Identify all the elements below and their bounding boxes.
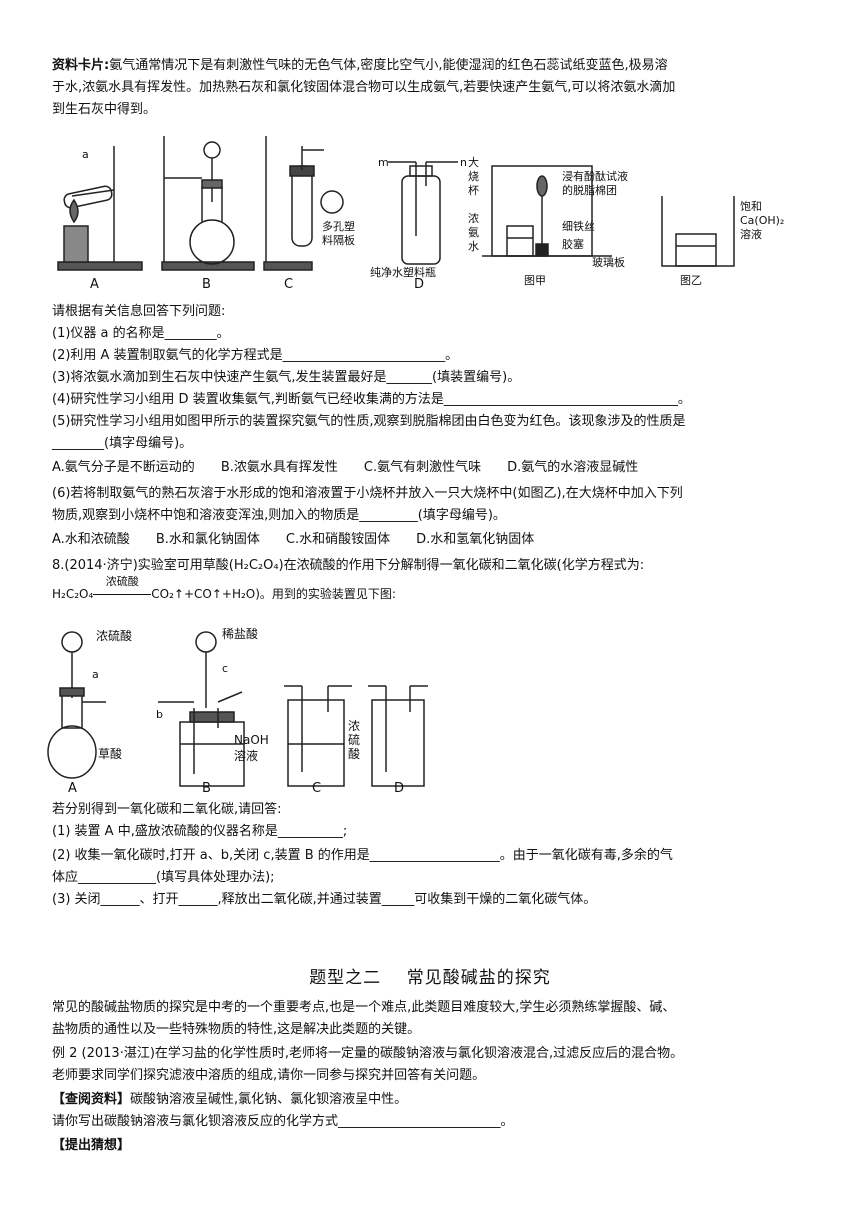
- q7-6a: (6)若将制取氨气的熟石灰溶于水形成的饱和溶液置于小烧杯并放入一只大烧杯中(如图…: [52, 486, 683, 501]
- fig2-B: B: [202, 781, 211, 796]
- cotton-2: 的脱脂棉团: [562, 183, 617, 197]
- wire-label: 细铁丝: [562, 220, 595, 233]
- q7-1: (1)仪器 a 的名称是________。: [52, 326, 230, 341]
- q7-5-option-a: A.氨气分子是不断运动的: [52, 460, 195, 475]
- glass-label: 玻璃板: [592, 255, 625, 269]
- lookup-line: 【查阅资料】碳酸钠溶液呈碱性,氯化钠、氯化钡溶液呈中性。: [52, 1090, 812, 1110]
- q7-6-options: A.水和浓硫酸 B.水和氯化钠固体 C.水和硝酸铵固体 D.水和氢氧化钠固体: [52, 530, 812, 550]
- label-C: C: [284, 277, 293, 292]
- q7-5-option-c: C.氨气有刺激性气味: [363, 460, 482, 475]
- label-a: a: [82, 148, 89, 161]
- fig2-naoh-1: NaOH: [234, 733, 269, 747]
- perforated-label-2: 料隔板: [322, 233, 355, 247]
- q7-6b: 物质,观察到小烧杯中饱和溶液变浑浊,则加入的物质是_________(填字母编号…: [52, 508, 506, 523]
- q7-6-option-b: B.水和氯化钠固体: [155, 532, 260, 547]
- apparatus-figure-1: a A B C D 多孔塑 料隔板 m n 纯净水塑料瓶 大 烧 杯 浓 氨 水…: [57, 136, 784, 292]
- section2-p1: 常见的酸碱盐物质的探究是中考的一个重要考点,也是一个难点,此类题目难度较大,学生…: [52, 1000, 676, 1015]
- conc-ammonia-3: 水: [468, 240, 479, 253]
- fig2-a: a: [92, 668, 99, 681]
- big-beaker-2: 烧: [468, 170, 479, 183]
- ask-line: 请你写出碳酸钠溶液与氯化钡溶液反应的化学方式__________________…: [52, 1114, 514, 1129]
- section2-p2: 盐物质的通性以及一些特殊物质的特性,这是解决此类题的关键。: [52, 1022, 421, 1037]
- fig2-conc-acid: 浓硫酸: [96, 628, 132, 643]
- fig2-A: A: [68, 781, 77, 796]
- q7-5-option-d: D.氨气的水溶液显碱性: [507, 460, 639, 475]
- fig2-C: C: [312, 781, 321, 796]
- label-m: m: [378, 156, 389, 169]
- formula-products: CO₂↑+CO↑+H₂O)。用到的实验装置见下图:: [151, 587, 396, 601]
- intro-line-3: 到生石灰中得到。: [52, 102, 157, 117]
- saturated-3: 溶液: [740, 227, 762, 241]
- section2-example-1: 例 2 (2013·湛江)在学习盐的化学性质时,老师将一定量的碳酸钠溶液与氯化钡…: [52, 1046, 684, 1061]
- formula-arrow: 浓硫酸: [93, 575, 152, 604]
- fig2-oxalic: 草酸: [98, 746, 122, 761]
- q8-s3: (3) 关闭______、打开______,释放出二氧化碳,并通过装置_____…: [52, 892, 597, 907]
- q8-formula: H₂C₂O₄ 浓硫酸 CO₂↑+CO↑+H₂O)。用到的实验装置见下图:: [52, 575, 396, 604]
- fig2-c: c: [222, 662, 228, 675]
- q7-3: (3)将浓氨水滴加到生石灰中快速产生氨气,发生装置最好是_______(填装置编…: [52, 370, 521, 385]
- label-n: n: [460, 156, 467, 169]
- lookup-text: 碳酸钠溶液呈碱性,氯化钠、氯化钡溶液呈中性。: [130, 1092, 408, 1107]
- q7-5b: ________(填字母编号)。: [52, 436, 193, 451]
- q7-6-option-a: A.水和浓硫酸: [52, 532, 130, 547]
- q7-2: (2)利用 A 装置制取氨气的化学方程式是___________________…: [52, 348, 459, 363]
- q7-5-option-b: B.浓氨水具有挥发性: [220, 460, 338, 475]
- bottle-label: 纯净水塑料瓶: [370, 265, 436, 279]
- perforated-label-1: 多孔塑: [322, 219, 355, 233]
- fig2-b: b: [156, 708, 163, 721]
- q7-6-option-c: C.水和硝酸铵固体: [285, 532, 391, 547]
- fig-yi-label: 图乙: [680, 274, 702, 287]
- saturated-1: 饱和: [740, 199, 762, 213]
- q8-s1: (1) 装置 A 中,盛放浓硫酸的仪器名称是__________;: [52, 824, 348, 839]
- guess-label: 【提出猜想】: [52, 1138, 131, 1153]
- big-beaker-3: 杯: [468, 183, 479, 197]
- formula-condition: 浓硫酸: [105, 575, 139, 588]
- fig-jia-label: 图甲: [524, 274, 546, 287]
- conc-ammonia-2: 氨: [468, 226, 479, 239]
- intro-label: 资料卡片:: [52, 58, 110, 73]
- q7-prompt: 请根据有关信息回答下列问题:: [52, 304, 226, 319]
- intro-line-2: 于水,浓氨水具有挥发性。加热熟石灰和氯化铵固体混合物可以生成氨气,若要快速产生氨…: [52, 80, 676, 95]
- label-A: A: [90, 277, 99, 292]
- section-title: 题型之二 常见酸碱盐的探究: [309, 968, 551, 988]
- fig2-conc-c-1: 浓: [348, 719, 360, 733]
- fig2-conc-c-2: 硫: [348, 732, 360, 747]
- saturated-2: Ca(OH)₂: [740, 214, 784, 227]
- conc-ammonia-1: 浓: [468, 212, 479, 225]
- apparatus-figure-2: 浓硫酸 a 草酸 A 稀盐酸 b c NaOH 溶液 B 浓 硫 酸 C D: [47, 626, 428, 796]
- q7-4: (4)研究性学习小组用 D 装置收集氨气,判断氨气已经收集满的方法是______…: [52, 392, 691, 407]
- label-B: B: [202, 277, 211, 292]
- q8-s2b: 体应____________(填写具体处理办法);: [52, 870, 275, 885]
- stopper-label: 胶塞: [562, 237, 584, 251]
- fig2-dilute-hcl: 稀盐酸: [222, 626, 258, 641]
- intro-line-1: 资料卡片:氨气通常情况下是有刺激性气味的无色气体,密度比空气小,能使湿润的红色石…: [52, 56, 812, 76]
- fig2-conc-c-3: 酸: [348, 746, 360, 761]
- section2-example-2: 老师要求同学们探究滤液中溶质的组成,请你一同参与探究并回答有关问题。: [52, 1068, 486, 1083]
- formula-reactant: H₂C₂O₄: [52, 587, 94, 601]
- lookup-label: 【查阅资料】: [52, 1092, 131, 1107]
- cotton-1: 浸有酚酞试液: [562, 169, 628, 183]
- intro-text-1: 氨气通常情况下是有刺激性气味的无色气体,密度比空气小,能使湿润的红色石蕊试纸变蓝…: [109, 58, 668, 73]
- big-beaker-1: 大: [468, 155, 479, 169]
- fig2-D: D: [394, 781, 404, 796]
- q8-prompt: 若分别得到一氧化碳和二氧化碳,请回答:: [52, 802, 282, 817]
- label-D: D: [414, 277, 424, 292]
- q7-5a: (5)研究性学习小组用如图甲所示的装置探究氨气的性质,观察到脱脂棉团由白色变为红…: [52, 414, 686, 429]
- q8-line-1: 8.(2014·济宁)实验室可用草酸(H₂C₂O₄)在浓硫酸的作用下分解制得一氧…: [52, 558, 645, 573]
- q8-s2a: (2) 收集一氧化碳时,打开 a、b,关闭 c,装置 B 的作用是_______…: [52, 848, 673, 863]
- q7-6-option-d: D.水和氢氧化钠固体: [416, 532, 535, 547]
- fig2-naoh-2: 溶液: [234, 748, 258, 763]
- q7-5-options: A.氨气分子是不断运动的 B.浓氨水具有挥发性 C.氨气有刺激性气味 D.氨气的水溶液…: [52, 458, 812, 478]
